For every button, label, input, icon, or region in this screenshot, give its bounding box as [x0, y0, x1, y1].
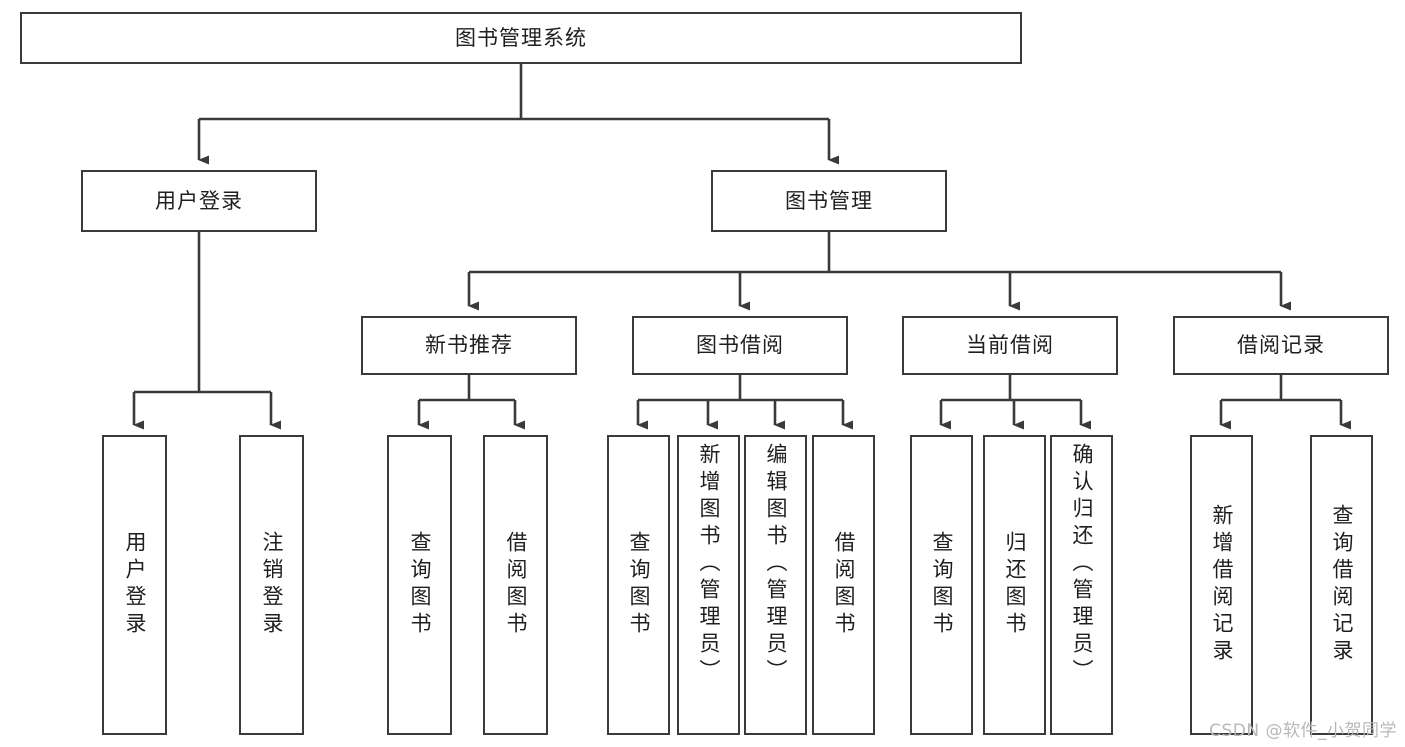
watermark-text: CSDN @软件_小贺同学	[1209, 721, 1397, 741]
node-new-book-recommend-label: 新书推荐	[425, 333, 513, 358]
node-leaf-query-book-2-label: 查询图书	[627, 531, 651, 639]
node-leaf-query-record[interactable]: 查询借阅记录	[1310, 435, 1373, 735]
node-leaf-edit-book[interactable]: 编辑图书（管理员）	[744, 435, 807, 735]
node-leaf-confirm-return[interactable]: 确认归还（管理员）	[1050, 435, 1113, 735]
node-leaf-query-book-3-label: 查询图书	[930, 531, 954, 639]
node-leaf-confirm-return-label: 确认归还（管理员）	[1070, 443, 1094, 686]
node-leaf-borrow-book-1[interactable]: 借阅图书	[483, 435, 548, 735]
node-leaf-query-book-1[interactable]: 查询图书	[387, 435, 452, 735]
node-new-book-recommend[interactable]: 新书推荐	[361, 316, 577, 375]
node-leaf-query-book-2[interactable]: 查询图书	[607, 435, 670, 735]
node-leaf-return-book-label: 归还图书	[1003, 531, 1027, 639]
node-current-borrow[interactable]: 当前借阅	[902, 316, 1118, 375]
node-leaf-user-login[interactable]: 用户登录	[102, 435, 167, 735]
node-borrow-record[interactable]: 借阅记录	[1173, 316, 1389, 375]
node-leaf-edit-book-label: 编辑图书（管理员）	[764, 443, 788, 686]
node-leaf-user-login-label: 用户登录	[123, 531, 147, 639]
node-leaf-add-record[interactable]: 新增借阅记录	[1190, 435, 1253, 735]
node-user-login-label: 用户登录	[155, 188, 243, 213]
node-leaf-borrow-book-2[interactable]: 借阅图书	[812, 435, 875, 735]
node-leaf-query-record-label: 查询借阅记录	[1330, 504, 1354, 666]
node-leaf-logout[interactable]: 注销登录	[239, 435, 304, 735]
node-book-borrow[interactable]: 图书借阅	[632, 316, 848, 375]
node-user-login[interactable]: 用户登录	[81, 170, 317, 232]
node-leaf-add-record-label: 新增借阅记录	[1210, 504, 1234, 666]
node-leaf-query-book-3[interactable]: 查询图书	[910, 435, 973, 735]
node-root-label: 图书管理系统	[455, 25, 587, 50]
node-leaf-logout-label: 注销登录	[260, 531, 284, 639]
node-leaf-return-book[interactable]: 归还图书	[983, 435, 1046, 735]
node-book-borrow-label: 图书借阅	[696, 333, 784, 358]
node-leaf-add-book[interactable]: 新增图书（管理员）	[677, 435, 740, 735]
node-leaf-query-book-1-label: 查询图书	[408, 531, 432, 639]
node-leaf-borrow-book-2-label: 借阅图书	[832, 531, 856, 639]
node-root[interactable]: 图书管理系统	[20, 12, 1022, 64]
node-book-manage-label: 图书管理	[785, 188, 873, 213]
node-current-borrow-label: 当前借阅	[966, 333, 1054, 358]
node-borrow-record-label: 借阅记录	[1237, 333, 1325, 358]
node-book-manage[interactable]: 图书管理	[711, 170, 947, 232]
node-leaf-borrow-book-1-label: 借阅图书	[504, 531, 528, 639]
node-leaf-add-book-label: 新增图书（管理员）	[697, 443, 721, 686]
